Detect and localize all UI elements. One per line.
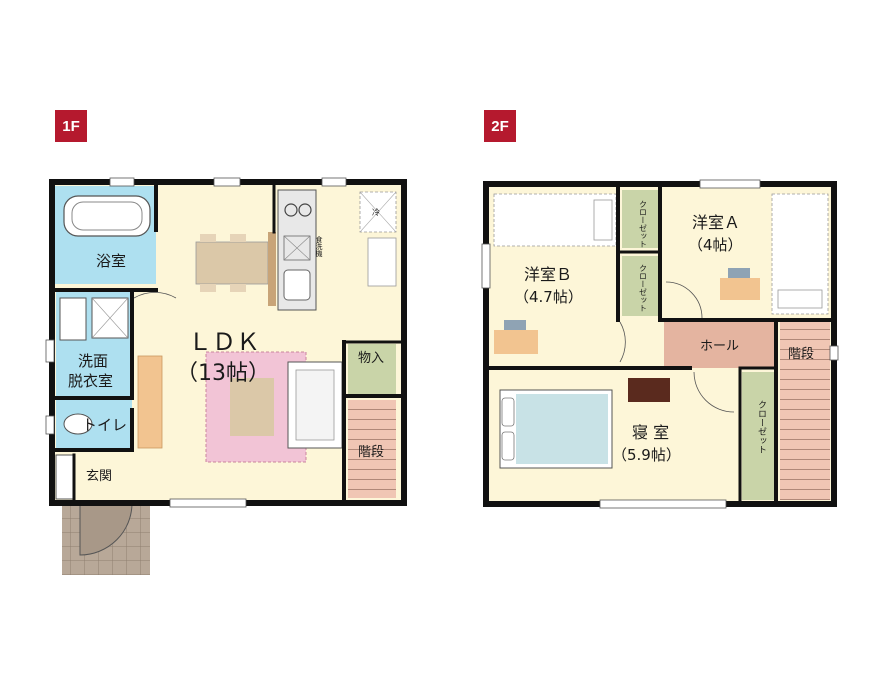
closet-a — [622, 190, 658, 248]
windows-1f — [45, 177, 347, 508]
closet-b-label: クローゼット — [639, 264, 648, 312]
second-floor-plan: クローゼット クローゼット クローゼット — [481, 179, 839, 509]
bedroom-label-2: （5.9帖） — [612, 446, 681, 464]
washroom-door-swing — [133, 292, 177, 299]
entrance-room — [78, 455, 130, 495]
desk-a — [720, 278, 760, 300]
room-b-door-swing — [619, 321, 626, 363]
bathtub — [63, 195, 151, 237]
hall — [664, 322, 776, 368]
stairs-2f — [780, 322, 830, 500]
sink — [59, 297, 87, 341]
floor-tag-1f-label: 1F — [62, 117, 80, 135]
dining-table — [195, 241, 269, 285]
floor-tag-2f: 2F — [484, 110, 516, 142]
room-a-door-swing — [665, 281, 703, 319]
counter — [268, 232, 276, 306]
stairs-1f-label: 階段 — [358, 445, 384, 460]
ldk-label-1: ＬＤＫ — [188, 328, 260, 356]
bedroom-bed — [516, 394, 608, 464]
toilet-label: トイレ — [82, 416, 127, 434]
floor-tag-1f: 1F — [55, 110, 87, 142]
hall-label: ホール — [700, 339, 739, 354]
fridge-label: 冷 — [372, 207, 380, 217]
bedroom-door-swing — [693, 371, 735, 413]
room-a-label-1: 洋室Ａ — [692, 213, 740, 232]
stairs-1f — [348, 400, 396, 498]
bath-label: 浴室 — [96, 252, 126, 270]
first-floor-plan: 食洗機 冷 — [45, 177, 407, 575]
washroom-label-1: 洗面 — [78, 352, 108, 370]
storage-label: 物入 — [358, 351, 384, 366]
room-a-label-2: （4帖） — [688, 236, 743, 254]
bedroom-label-1: 寝 室 — [632, 423, 669, 442]
bedroom-side-table — [628, 378, 670, 402]
closet-bedroom — [742, 372, 774, 500]
coffee-table — [230, 378, 274, 436]
closet-bedroom-label: クローゼット — [756, 400, 767, 454]
storage-room — [348, 344, 396, 394]
windows-2f — [481, 179, 839, 509]
room-b-label-2: （4.7帖） — [514, 288, 583, 306]
dishwasher-label: 食洗機 — [315, 235, 323, 258]
bed-a-outline — [771, 193, 829, 315]
entrance-label: 玄関 — [86, 469, 112, 484]
desk-b — [494, 330, 538, 354]
ldk-label-2: （13帖） — [176, 361, 270, 386]
shoe-box — [55, 454, 75, 500]
closet-a-label: クローゼット — [639, 200, 648, 248]
entrance-door-swing — [79, 502, 133, 556]
floor-tag-2f-label: 2F — [491, 117, 509, 135]
room-b-label-1: 洋室Ｂ — [524, 265, 572, 284]
washroom-label-2: 脱衣室 — [68, 372, 113, 390]
stairs-2f-label: 階段 — [788, 347, 814, 362]
walls-2f — [483, 181, 837, 507]
tv-board — [137, 355, 163, 449]
toilet-bowl — [63, 413, 93, 435]
bed-b-outline — [493, 193, 617, 247]
closet-b — [622, 256, 658, 316]
